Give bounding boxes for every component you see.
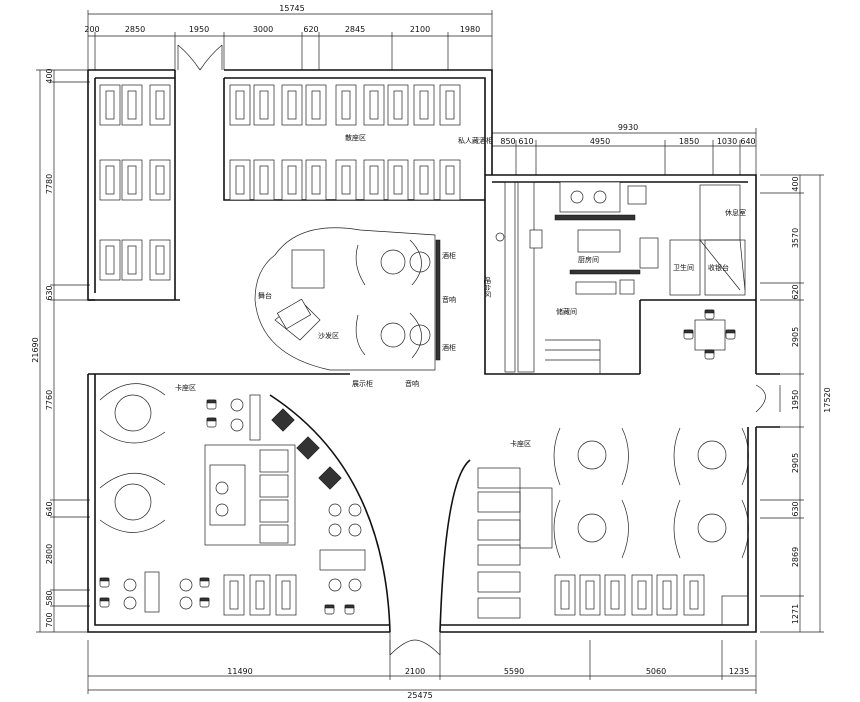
top-total-dim: 15745 [279,4,304,13]
wine-cabinet-1: 酒柜 [442,251,456,260]
left-dim-2: 7780 [45,174,54,194]
right-dim-8: 2869 [791,547,800,567]
top-dim-6: 2845 [345,25,365,34]
left-dim-6: 2800 [45,544,54,564]
right-dim-1: 400 [791,176,800,191]
right-dim-9: 1271 [791,604,800,624]
bottom-total-dim: 25475 [407,691,432,700]
walls [87,44,781,656]
bottom-dim-2: 2100 [405,667,425,676]
bottom-dim-3: 5590 [504,667,524,676]
top-dim-7: 2100 [410,25,430,34]
wine-cabinet-2: 酒柜 [442,343,456,352]
kitchen-dim-5: 1030 [717,137,737,146]
kitchen-dim-6: 640 [740,137,755,146]
bottom-right-seating: 卡座区 [477,427,749,626]
booth-seating-top: 散座区 私人藏酒柜 [99,84,493,281]
bottom-left-seating: 卡座区 [99,383,366,616]
ktv-label: 音响 [405,379,419,388]
kitchen-total-dim: 9930 [618,123,638,132]
bath-label: 卫生间 [673,263,694,272]
kitchen-dimensions: 9930 850 610 4950 1850 1030 640 [492,123,757,175]
right-dim-7: 630 [791,501,800,516]
kitchen-dim-4: 1850 [679,137,699,146]
booth-right-label: 卡座区 [510,439,531,448]
left-total-dim: 21690 [31,337,40,362]
kitchen-label: 厨房间 [578,255,599,264]
stage-label: 舞台 [258,291,272,300]
bar-area-label: 吧台区 [483,277,492,298]
right-dim-2: 3570 [791,228,800,248]
store-label: 储藏间 [556,307,577,316]
storage-label: 休息室 [725,208,746,217]
right-dim-4: 2905 [791,327,800,347]
bottom-dim-1: 11490 [227,667,252,676]
sofa-area-label: 沙发区 [318,331,339,340]
booth-top-label: 散座区 [345,133,366,142]
right-dim-3: 620 [791,284,800,299]
top-dim-5: 620 [303,25,318,34]
left-dim-8: 700 [45,612,54,627]
left-dim-7: 580 [45,590,54,605]
top-dim-8: 1980 [460,25,480,34]
right-dim-5: 1950 [791,390,800,410]
left-dimensions: 21690 400 7780 630 7760 640 2800 580 700 [31,68,90,633]
kitchen-dim-3: 4950 [590,137,610,146]
booth-left-label: 卡座区 [175,383,196,392]
display-label: 展示柜 [352,379,373,388]
stage-sofa-area: 舞台 沙发区 酒柜 音响 酒柜 展示柜 音响 [254,227,456,388]
kitchen-dim-1: 850 [500,137,515,146]
left-dim-4: 7760 [45,390,54,410]
right-dimensions: 17520 400 3570 620 2905 1950 2905 630 28… [760,174,832,633]
right-dim-6: 2905 [791,453,800,473]
left-dim-5: 640 [45,501,54,516]
top-dim-3: 1950 [189,25,209,34]
right-total-dim: 17520 [823,387,832,412]
bottom-dimensions: 11490 2100 5590 5060 1235 25475 [87,640,757,700]
left-dim-3: 630 [45,285,54,300]
kitchen-bar: 吧台区 厨房间 储藏间 休息室 卫生间 收银台 [483,181,746,374]
bottom-dim-4: 5060 [646,667,666,676]
private-wine-label: 私人藏酒柜 [458,136,493,145]
office-label: 收银台 [708,263,729,272]
left-dim-1: 400 [45,68,54,83]
sound-label: 音响 [442,295,456,304]
bottom-dim-5: 1235 [729,667,749,676]
stage-platform [291,249,325,289]
kitchen-dim-2: 610 [518,137,533,146]
top-dim-2: 2850 [125,25,145,34]
top-dim-1: 200 [84,25,99,34]
top-dim-4: 3000 [253,25,273,34]
top-dimensions: 15745 200 2850 1950 3000 620 2845 2100 1… [84,4,493,70]
